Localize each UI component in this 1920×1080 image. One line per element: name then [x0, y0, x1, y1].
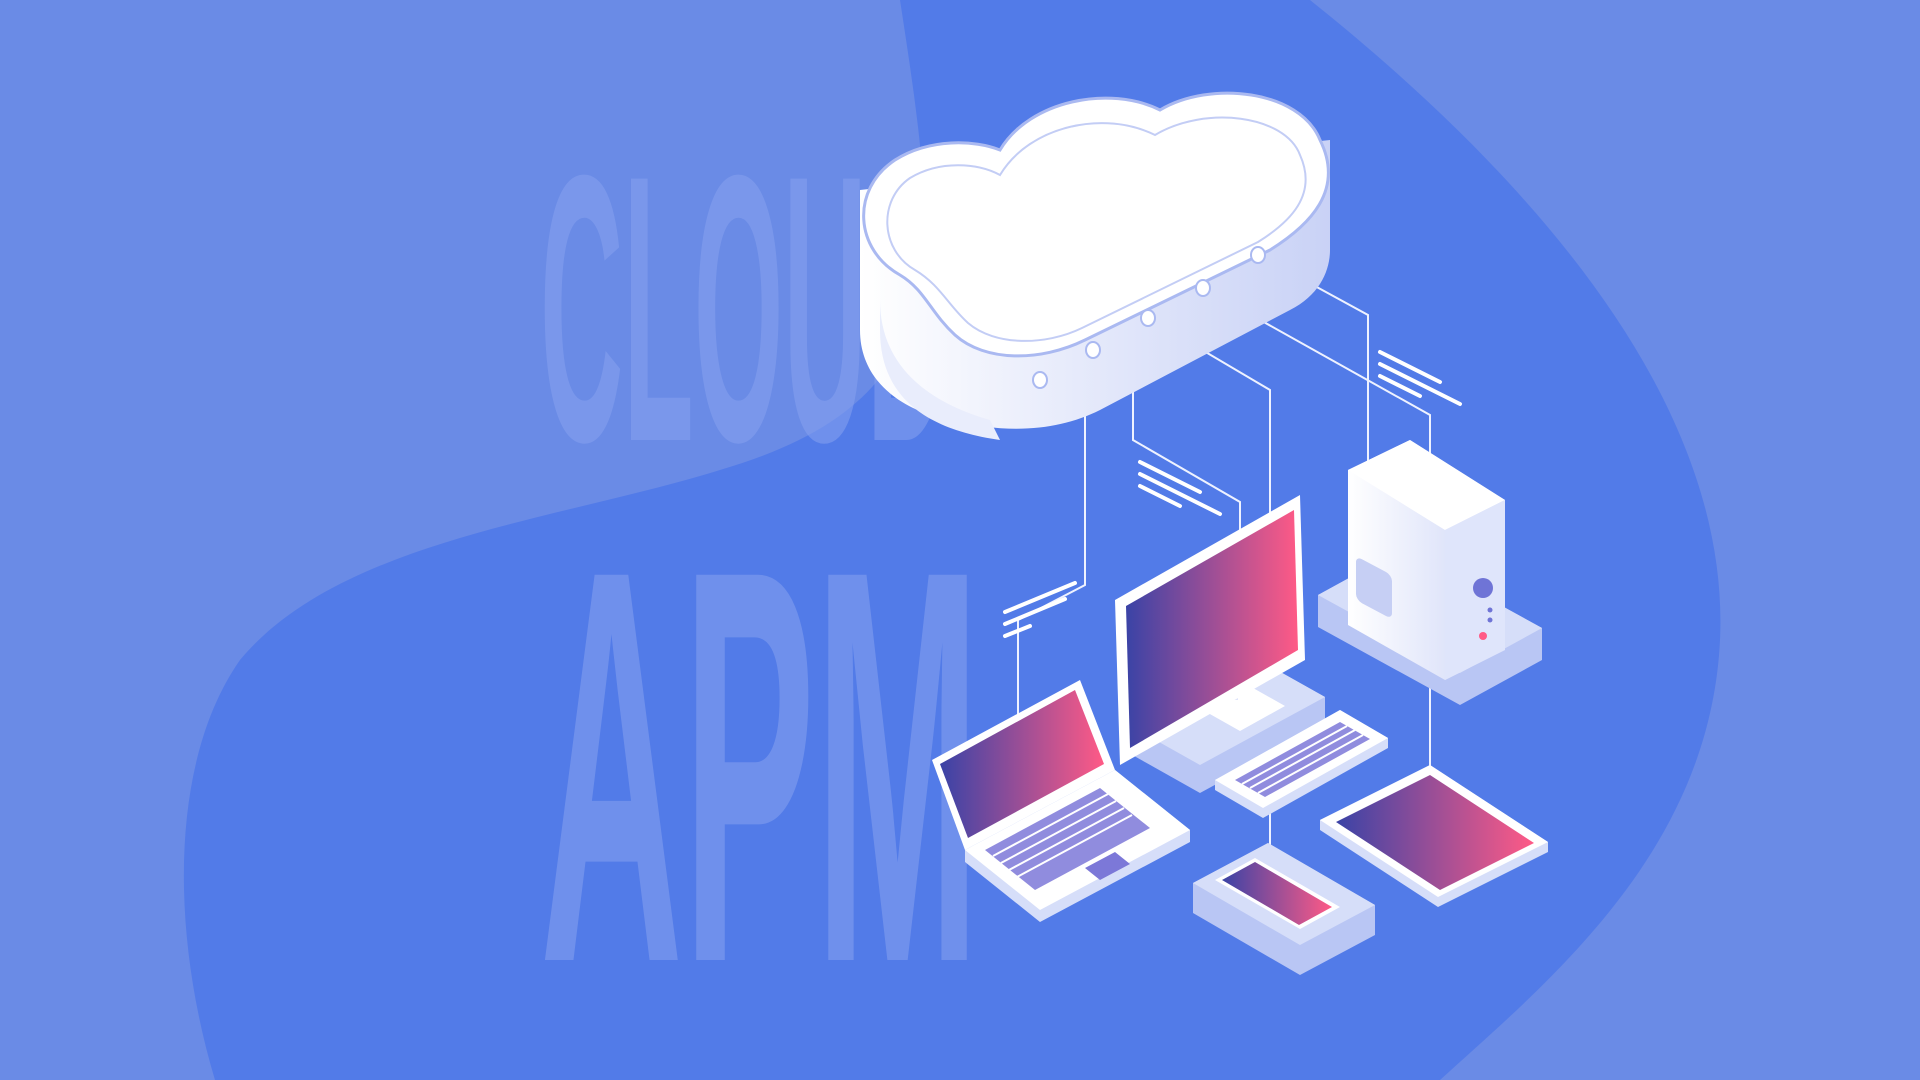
laptop-icon: [932, 680, 1190, 922]
connector-line: [1202, 287, 1431, 830]
background-blob: [183, 0, 1721, 1080]
server-tower-icon: [1318, 440, 1542, 705]
headline-line2: APM: [540, 453, 980, 1079]
dash-marks: [1003, 350, 1462, 638]
cloud-ports: [1032, 246, 1266, 389]
tablet-icon: [1320, 765, 1548, 907]
laptop-screen: [940, 690, 1104, 838]
cloud-icon: [860, 91, 1330, 440]
monitor-icon: [1115, 495, 1325, 793]
phone-screen: [1222, 862, 1332, 925]
keyboard-icon: [1215, 710, 1388, 818]
monitor-screen: [1126, 510, 1298, 748]
smartphone-icon: [1193, 843, 1375, 975]
tablet-screen: [1336, 775, 1534, 890]
